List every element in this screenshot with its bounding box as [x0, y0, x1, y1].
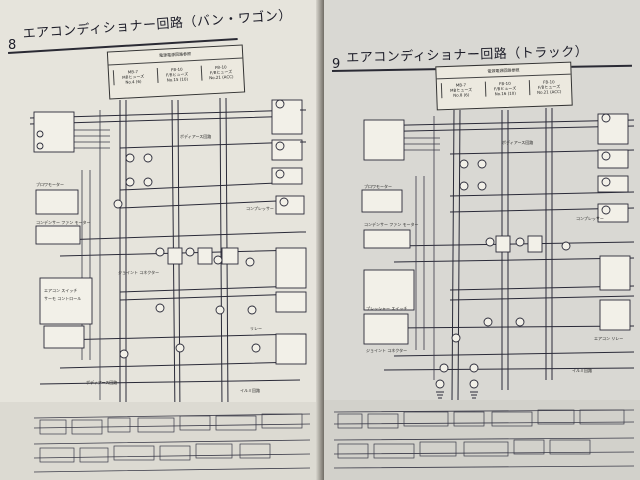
blower-label: ブロワモーター: [36, 182, 64, 187]
joint-connector-label: ジョイント コネクター: [118, 270, 160, 275]
connector-box: [597, 149, 629, 169]
joint-connector-label: ジョイント コネクター: [366, 348, 408, 353]
ac-switch-label: エアコン スイッチ: [44, 288, 78, 293]
ground-symbols: [436, 391, 478, 399]
connector-box: [275, 291, 307, 313]
connector-box: [495, 235, 511, 253]
blower-label: ブロワモーター: [364, 184, 392, 189]
connector-box: [527, 235, 543, 253]
ac-relay-label: エアコン リレー: [594, 336, 624, 341]
component-box: [35, 189, 79, 215]
body-ground-label: ボディアース回路: [502, 140, 534, 145]
section-number: 9: [332, 57, 341, 72]
connector-table: [324, 400, 640, 480]
compressor-label: コンプレッサー: [576, 216, 604, 221]
connector-box: [275, 333, 307, 365]
component-box: [363, 269, 415, 311]
connector-box: [275, 195, 305, 215]
connector-box: [599, 299, 631, 331]
wire-exits: [300, 109, 306, 335]
connector-circles: [435, 113, 611, 389]
wire-branches: [370, 116, 440, 380]
thermo-label: サーモ コントロール: [44, 296, 82, 301]
component-box: [43, 325, 85, 349]
component-box: [363, 229, 411, 249]
connector-table-grid: [333, 409, 635, 469]
left-page: 8 エアコンディショナー回路（バン・ワゴン） 電源電源回路参照 MB-7 MBヒ…: [0, 0, 322, 480]
connector-box: [271, 139, 303, 161]
connector-table-grid: [33, 413, 311, 473]
connector-box: [221, 247, 239, 265]
right-page: 9 エアコンディショナー回路（トラック） 電源電源回路参照 MB-7 MBヒュー…: [324, 0, 640, 480]
connector-table: [0, 402, 322, 480]
component-box: [363, 313, 409, 345]
body-ground-label: ボディアース回路: [180, 134, 212, 139]
illumination-label: イルミ回路: [572, 368, 592, 373]
body-ground-label-bottom: ボディアース回路: [86, 380, 118, 385]
connector-circles: [36, 99, 289, 415]
wiring-diagram-right: [361, 108, 635, 401]
section-number: 8: [8, 38, 17, 53]
component-box: [361, 189, 403, 213]
component-box: [35, 225, 81, 245]
connector-box: [599, 255, 631, 291]
wire-branches: [40, 110, 110, 400]
condenser-fan-label: コンデンサー ファン モーター: [36, 220, 91, 225]
connector-box: [167, 247, 183, 265]
component-box: [363, 119, 405, 161]
relay-label: リレー: [250, 326, 262, 331]
pressure-switch-label: プレッシャー スイッチ: [366, 306, 408, 311]
connector-box: [197, 247, 213, 265]
connector-box: [275, 247, 307, 289]
wire-runs: [363, 119, 635, 371]
illumination-label: イルミ回路: [240, 388, 260, 393]
component-box: [39, 277, 93, 325]
condenser-fan-label: コンデンサー ファン モーター: [364, 222, 419, 227]
compressor-label: コンプレッサー: [246, 206, 274, 211]
